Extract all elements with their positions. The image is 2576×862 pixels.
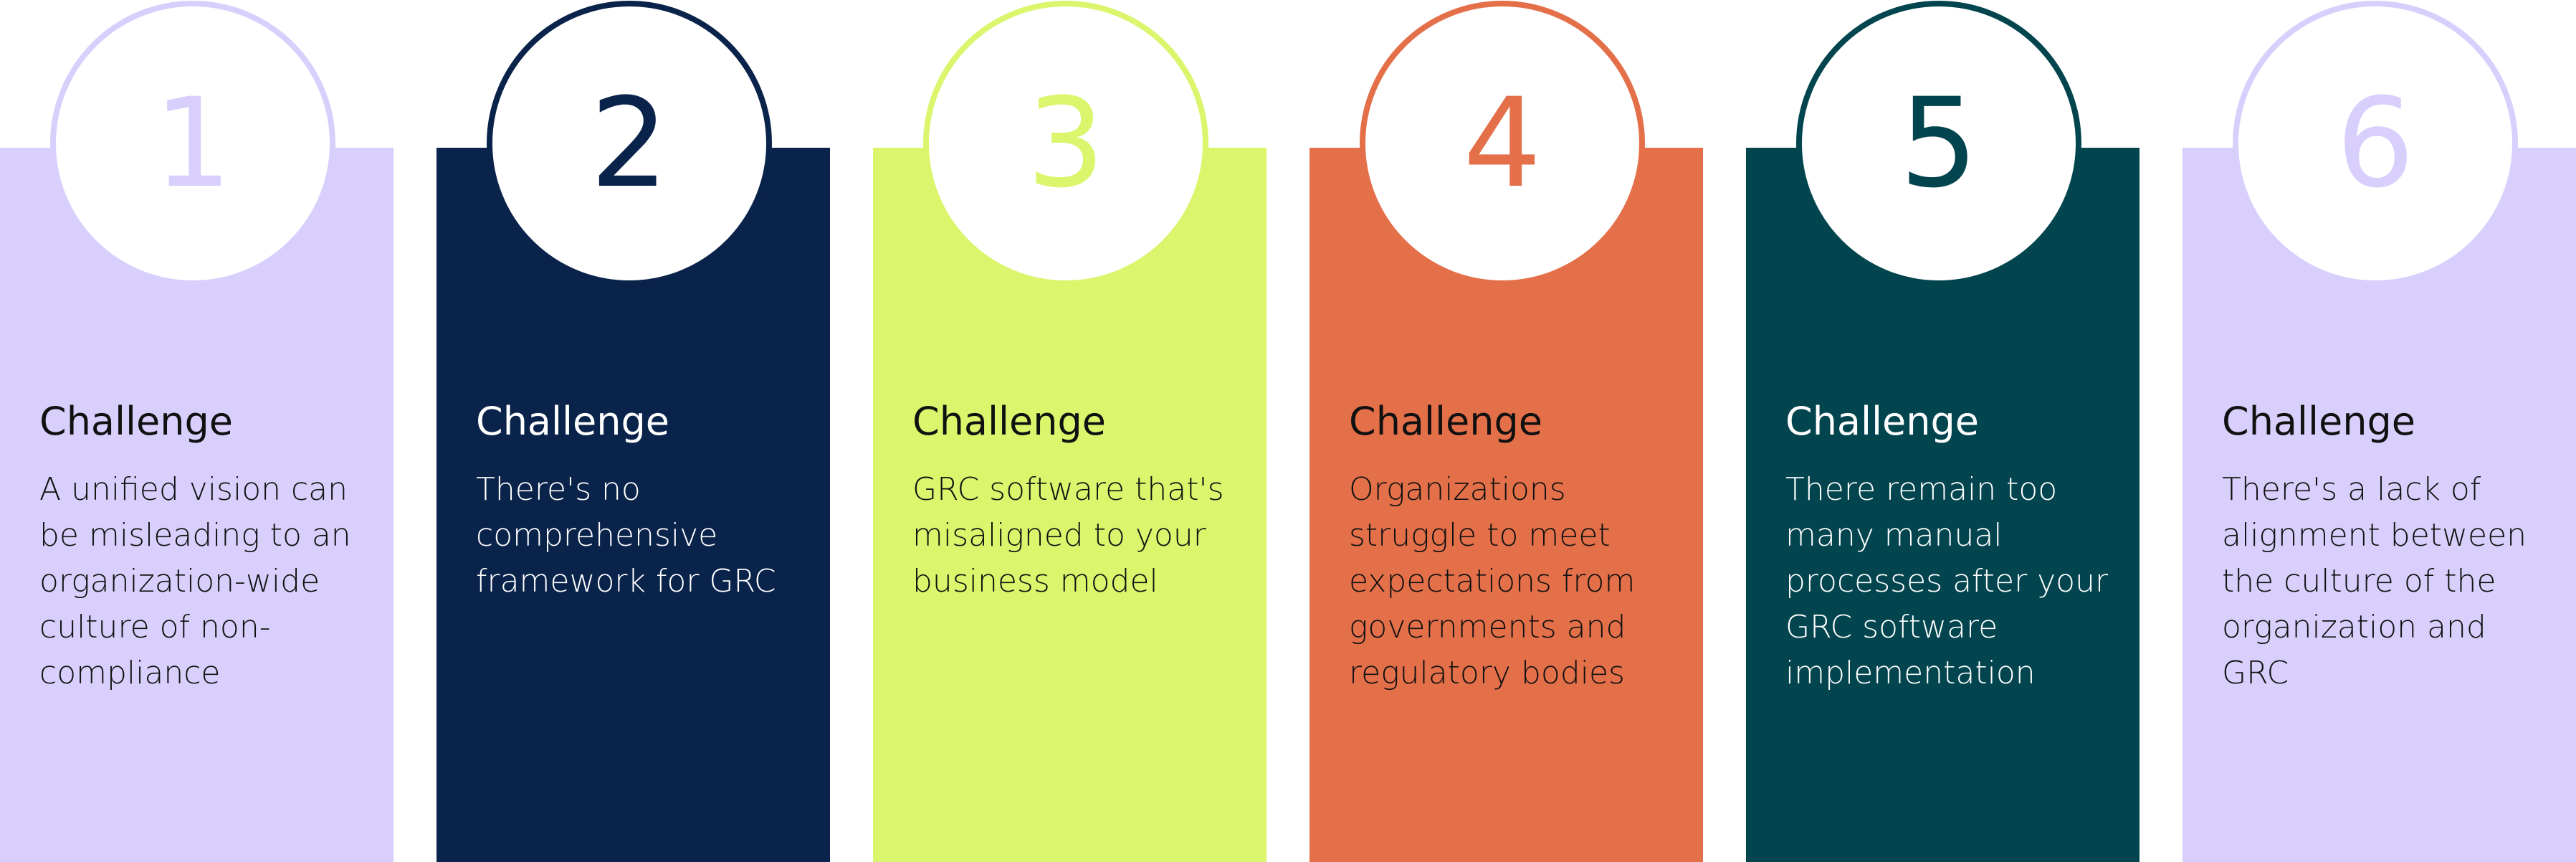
card-heading: Challenge <box>476 399 669 444</box>
number-circle: 3 <box>923 1 1208 286</box>
card-text: There remain too many manual processes a… <box>1785 471 2109 691</box>
card-number: 4 <box>1463 71 1542 215</box>
card-heading: Challenge <box>1785 399 1979 444</box>
challenge-card-5: 5 Challenge There remain too many manual… <box>1746 1 2139 862</box>
card-text: GRC software that's misaligned to your b… <box>912 471 1224 600</box>
card-heading: Challenge <box>2222 399 2415 444</box>
number-circle: 1 <box>50 1 335 286</box>
card-text: Organizations struggle to meet expectati… <box>1349 471 1636 691</box>
card-heading: Challenge <box>912 399 1106 444</box>
challenge-card-2: 2 Challenge There's no comprehensive fra… <box>437 1 830 862</box>
card-heading: Challenge <box>1349 399 1542 444</box>
challenge-card-1: 1 Challenge A unified vision can be misl… <box>0 1 393 862</box>
card-number: 5 <box>1899 71 1978 215</box>
card-text: There's no comprehensive framework for G… <box>476 471 776 600</box>
card-number: 6 <box>2336 71 2415 215</box>
challenge-card-4: 4 Challenge Organizations struggle to me… <box>1310 1 1703 862</box>
number-circle: 5 <box>1796 1 2081 286</box>
card-text: A unified vision can be misleading to an… <box>39 471 351 691</box>
card-number: 1 <box>153 71 232 215</box>
card-number: 2 <box>590 71 669 215</box>
challenge-card-6: 6 Challenge There's a lack of alignment … <box>2183 1 2576 862</box>
number-circle: 2 <box>487 1 772 286</box>
number-circle: 6 <box>2233 1 2518 286</box>
challenge-card-3: 3 Challenge GRC software that's misalign… <box>873 1 1266 862</box>
number-circle: 4 <box>1360 1 1645 286</box>
card-text: There's a lack of alignment between the … <box>2222 471 2527 691</box>
card-heading: Challenge <box>39 399 233 444</box>
card-number: 3 <box>1026 71 1105 215</box>
